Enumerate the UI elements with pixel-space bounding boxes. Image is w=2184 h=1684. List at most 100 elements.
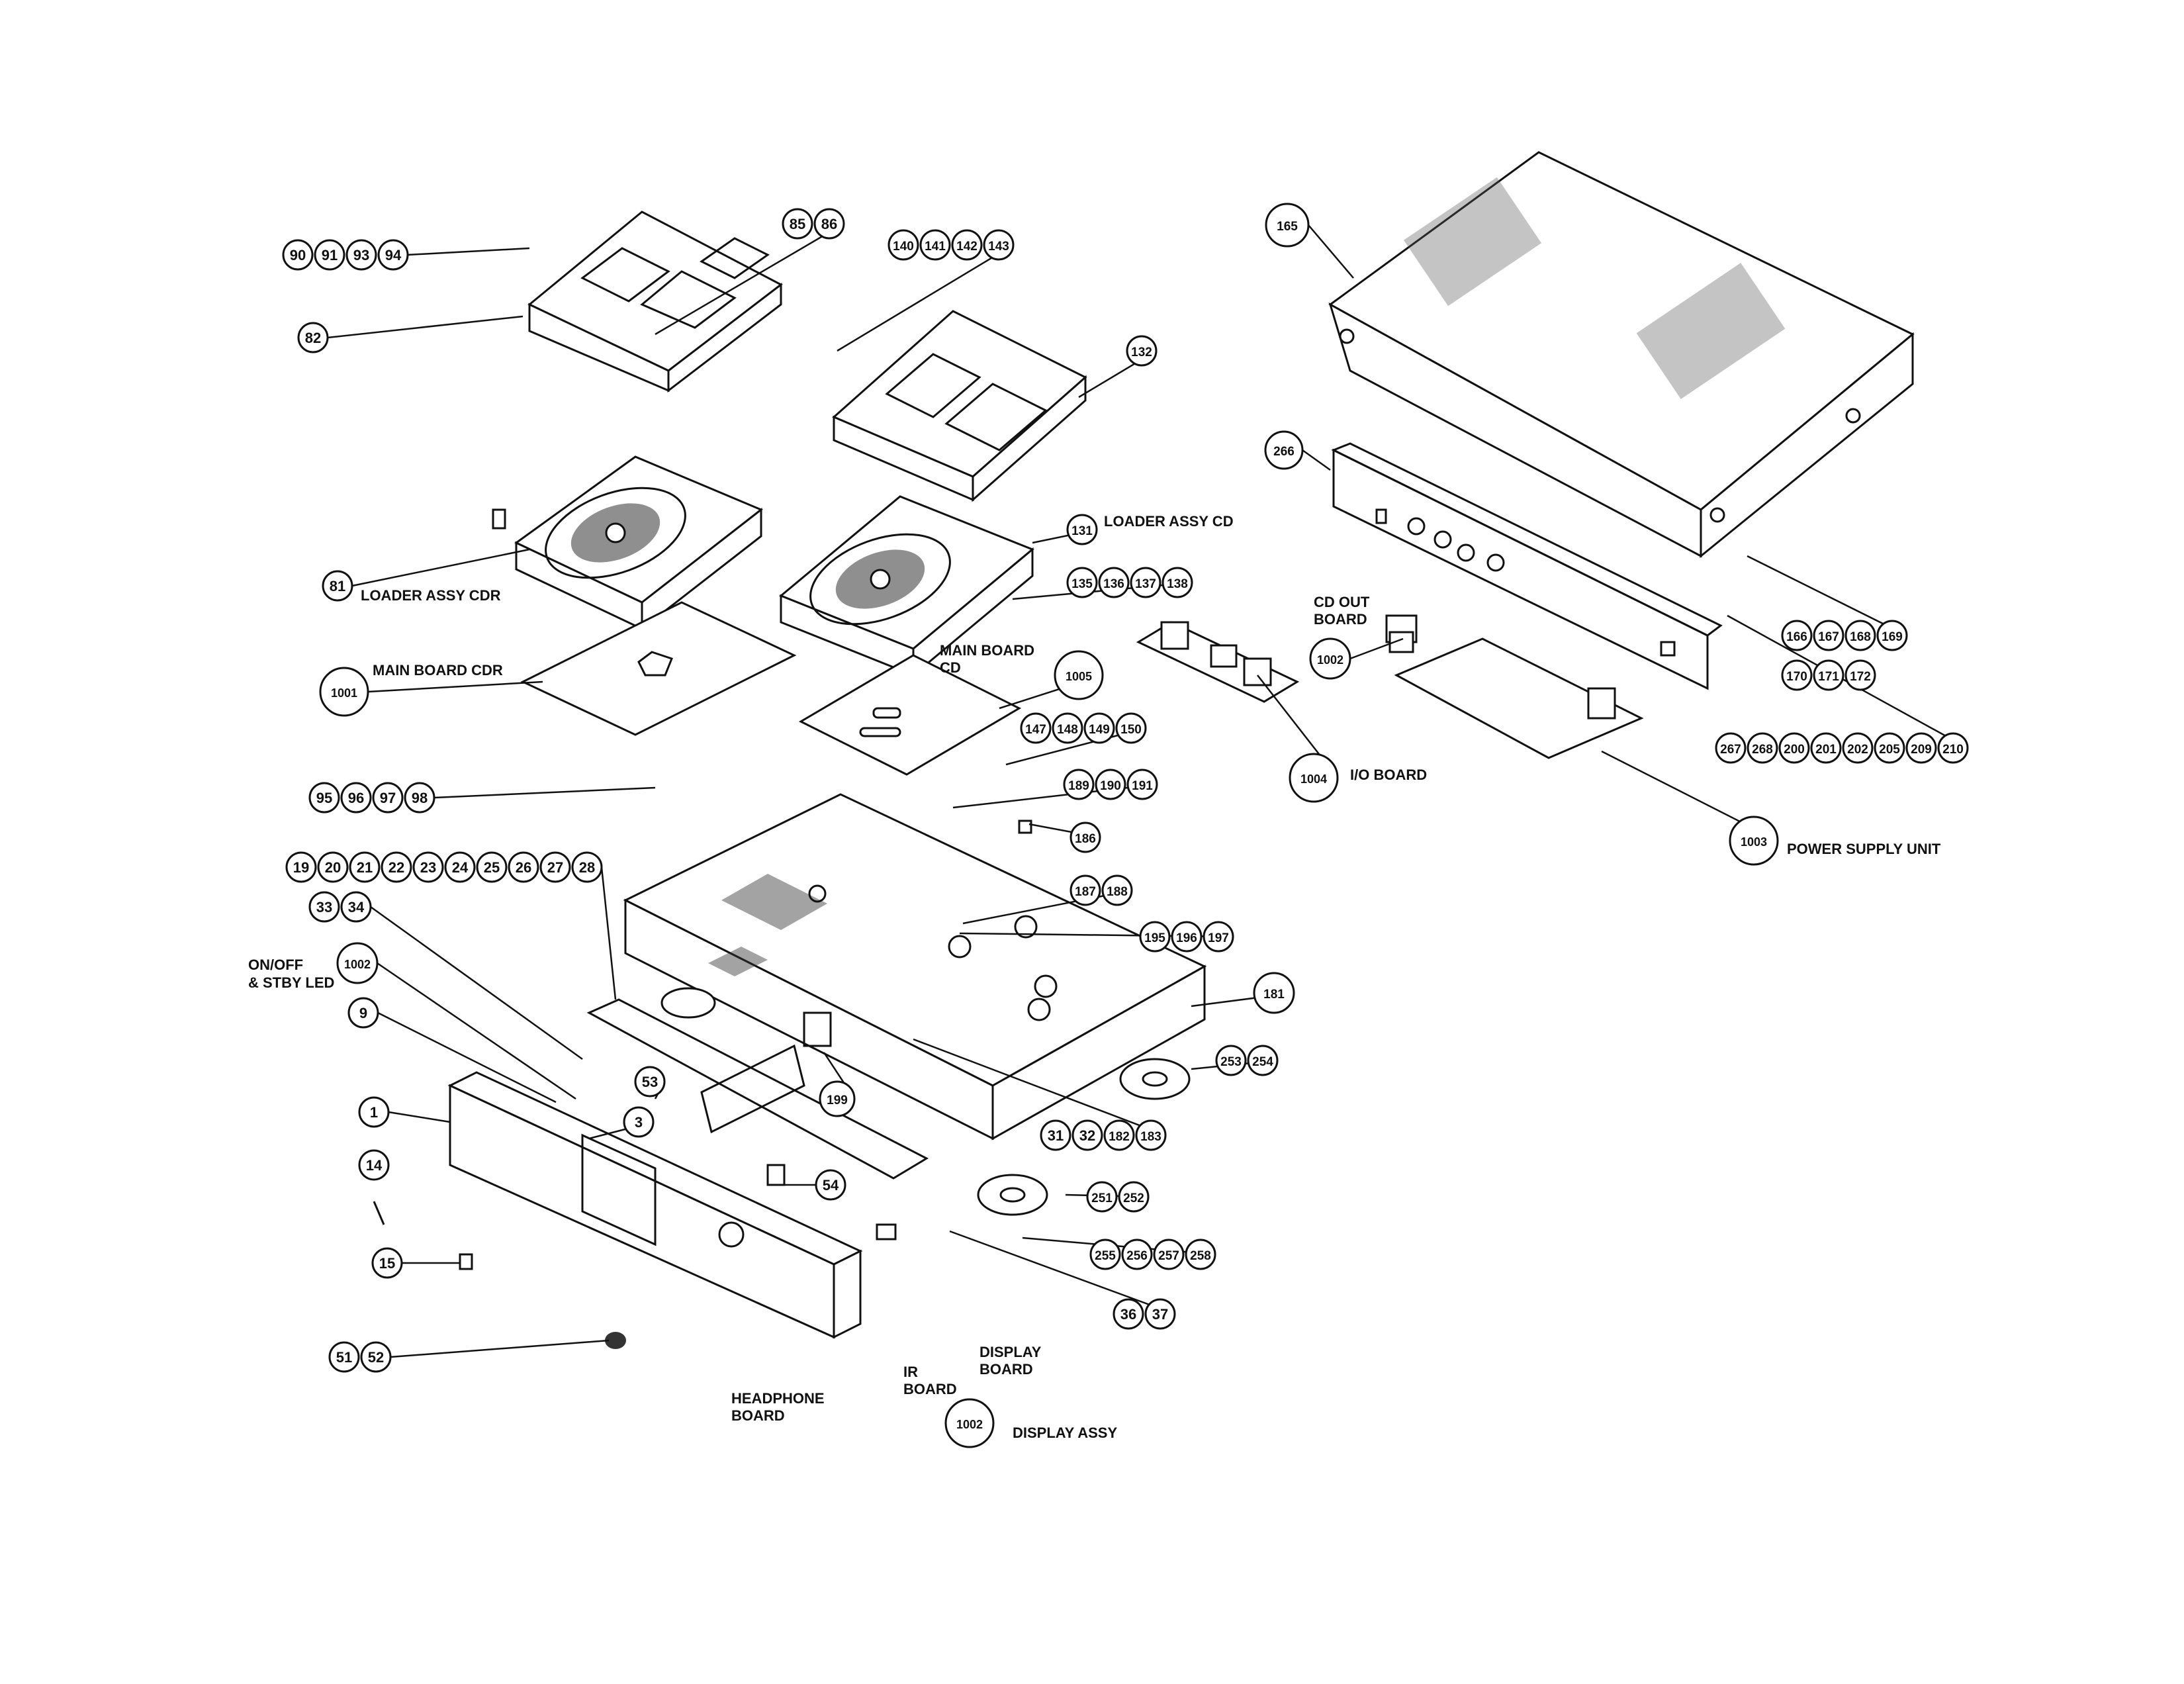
leader-line-c-82 bbox=[327, 315, 523, 339]
callout-circle bbox=[951, 229, 983, 261]
label-cd-out-line2: BOARD bbox=[1314, 611, 1367, 628]
callout-number: 189 bbox=[1068, 779, 1089, 793]
callout-number: 201 bbox=[1815, 743, 1837, 757]
callout-number: 97 bbox=[380, 790, 396, 806]
callout-number: 171 bbox=[1818, 670, 1839, 684]
callout-circle bbox=[1126, 335, 1158, 367]
callout-circle bbox=[819, 1080, 856, 1117]
callout-group-c-131: 131 bbox=[1066, 514, 1098, 545]
callout-circle bbox=[508, 851, 539, 883]
callout-number: 91 bbox=[322, 247, 338, 263]
callout-circle bbox=[340, 891, 372, 923]
callout-circle bbox=[1020, 712, 1052, 744]
callout-group-c-1002a: 1002 bbox=[1309, 637, 1351, 680]
callout-circle bbox=[1842, 732, 1874, 764]
callout-number: 137 bbox=[1135, 577, 1156, 591]
callout-circle bbox=[571, 851, 603, 883]
label-main-board-cd-line1: MAIN BOARD bbox=[940, 642, 1034, 659]
leader-line-c-1 bbox=[388, 1111, 451, 1123]
callout-number: 168 bbox=[1850, 630, 1871, 644]
callout-number: 20 bbox=[325, 859, 341, 876]
label-display-board-line1: DISPLAY bbox=[979, 1344, 1042, 1360]
callout-number: 199 bbox=[827, 1094, 848, 1107]
label-loader-assy-cd: LOADER ASSY CD bbox=[1104, 513, 1234, 530]
part-drawings bbox=[373, 151, 1915, 1349]
callout-circle bbox=[444, 851, 476, 883]
callout-group-c-81: 81 bbox=[322, 570, 353, 602]
callout-number: 1001 bbox=[331, 686, 357, 700]
callout-number: 138 bbox=[1167, 577, 1188, 591]
callout-number: 142 bbox=[956, 240, 978, 254]
callout-number: 166 bbox=[1786, 630, 1807, 644]
callout-circle bbox=[358, 1096, 390, 1128]
leader-line-c-9 bbox=[377, 1011, 557, 1103]
callout-circle bbox=[1171, 921, 1203, 953]
callout-circle bbox=[1083, 712, 1115, 744]
leader-line-c-140 bbox=[837, 244, 1014, 352]
callout-number: 254 bbox=[1252, 1055, 1273, 1069]
callout-circle bbox=[1066, 567, 1098, 598]
callout-circle bbox=[322, 570, 353, 602]
callout-circle bbox=[377, 239, 409, 271]
callout-number: 256 bbox=[1126, 1249, 1148, 1263]
callout-number: 205 bbox=[1879, 743, 1900, 757]
callout-number: 255 bbox=[1095, 1249, 1116, 1263]
callout-number: 200 bbox=[1784, 743, 1805, 757]
foot-front-part bbox=[977, 1174, 1048, 1216]
callout-number: 37 bbox=[1152, 1306, 1168, 1323]
callout-number: 82 bbox=[305, 330, 321, 346]
callout-number: 209 bbox=[1911, 743, 1932, 757]
callout-number: 188 bbox=[1107, 885, 1128, 899]
callout-number: 1002 bbox=[1317, 653, 1343, 667]
callout-circle bbox=[1844, 620, 1876, 651]
callout-group-c-1001: 1001 bbox=[319, 667, 369, 717]
callout-number: 190 bbox=[1100, 779, 1121, 793]
callout-number: 202 bbox=[1847, 743, 1868, 757]
callout-number: 25 bbox=[484, 859, 500, 876]
callout-circle bbox=[1253, 972, 1295, 1014]
power-supply-part bbox=[1394, 637, 1644, 759]
callout-circle bbox=[1203, 921, 1234, 953]
main-board-cd-part bbox=[798, 654, 1022, 776]
loader-cd-part bbox=[779, 495, 1034, 678]
callout-circle bbox=[314, 239, 345, 271]
leader-line-c-51 bbox=[390, 1339, 610, 1358]
callout-circle bbox=[1054, 650, 1104, 700]
callout-circle bbox=[1715, 732, 1747, 764]
label-ir-board-line1: IR bbox=[903, 1364, 918, 1380]
callout-circle bbox=[340, 782, 372, 814]
callout-number: 169 bbox=[1882, 630, 1903, 644]
callout-number: 253 bbox=[1220, 1055, 1242, 1069]
callout-circle bbox=[297, 322, 329, 353]
io-board-part bbox=[1136, 621, 1300, 703]
callout-number: 183 bbox=[1140, 1130, 1161, 1144]
callout-number: 9 bbox=[359, 1005, 367, 1021]
callout-group-c-266: 266 bbox=[1264, 430, 1304, 470]
callout-number: 1002 bbox=[344, 958, 371, 971]
callout-group-c-132: 132 bbox=[1126, 335, 1158, 367]
leader-line-c-266 bbox=[1302, 449, 1331, 471]
callout-number: 257 bbox=[1158, 1249, 1179, 1263]
leader-line-c-189 bbox=[952, 783, 1158, 809]
callout-number: 196 bbox=[1176, 931, 1197, 945]
callout-number: 1003 bbox=[1741, 835, 1767, 849]
callout-circle bbox=[328, 1341, 360, 1373]
callout-number: 3 bbox=[635, 1114, 643, 1131]
callout-number: 140 bbox=[893, 240, 914, 254]
callout-circle bbox=[1115, 712, 1147, 744]
cdr-bracket-part bbox=[527, 210, 783, 393]
callout-group-c-253: 253 254 bbox=[1215, 1045, 1279, 1076]
callout-circle bbox=[1095, 769, 1126, 800]
callout-circle bbox=[476, 851, 508, 883]
callout-circle bbox=[813, 208, 845, 240]
